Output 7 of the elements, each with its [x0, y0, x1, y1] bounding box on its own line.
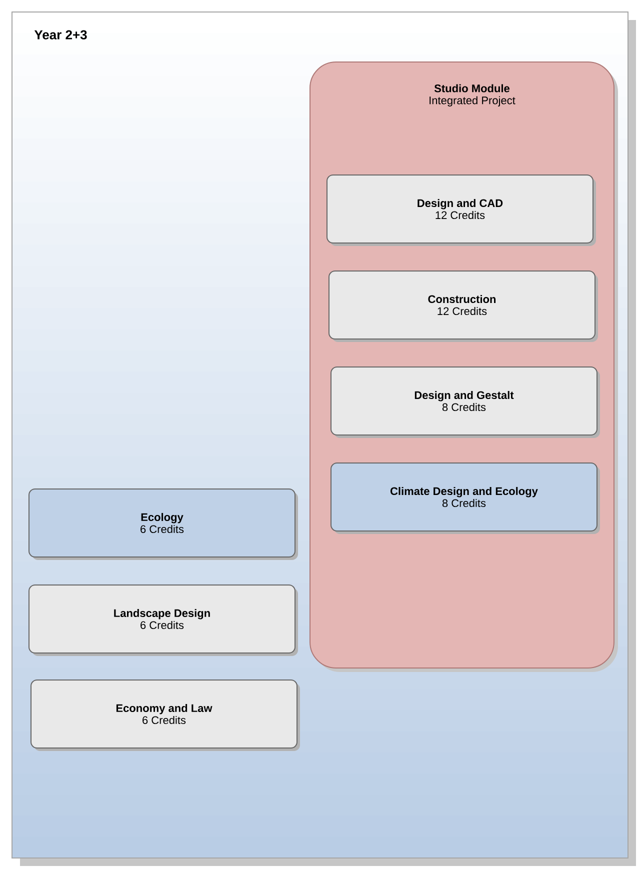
course-box: Climate Design and Ecology 8 Credits: [330, 462, 600, 534]
course-box: Construction 12 Credits: [328, 270, 598, 342]
course-box: Economy and Law 6 Credits: [30, 680, 300, 751]
course-box: Design and Gestalt 8 Credits: [330, 366, 600, 438]
course-box: Design and CAD 12 Credits: [326, 174, 596, 246]
course-box: Ecology 6 Credits: [28, 488, 298, 560]
course-box: Landscape Design 6 Credits: [28, 584, 298, 656]
